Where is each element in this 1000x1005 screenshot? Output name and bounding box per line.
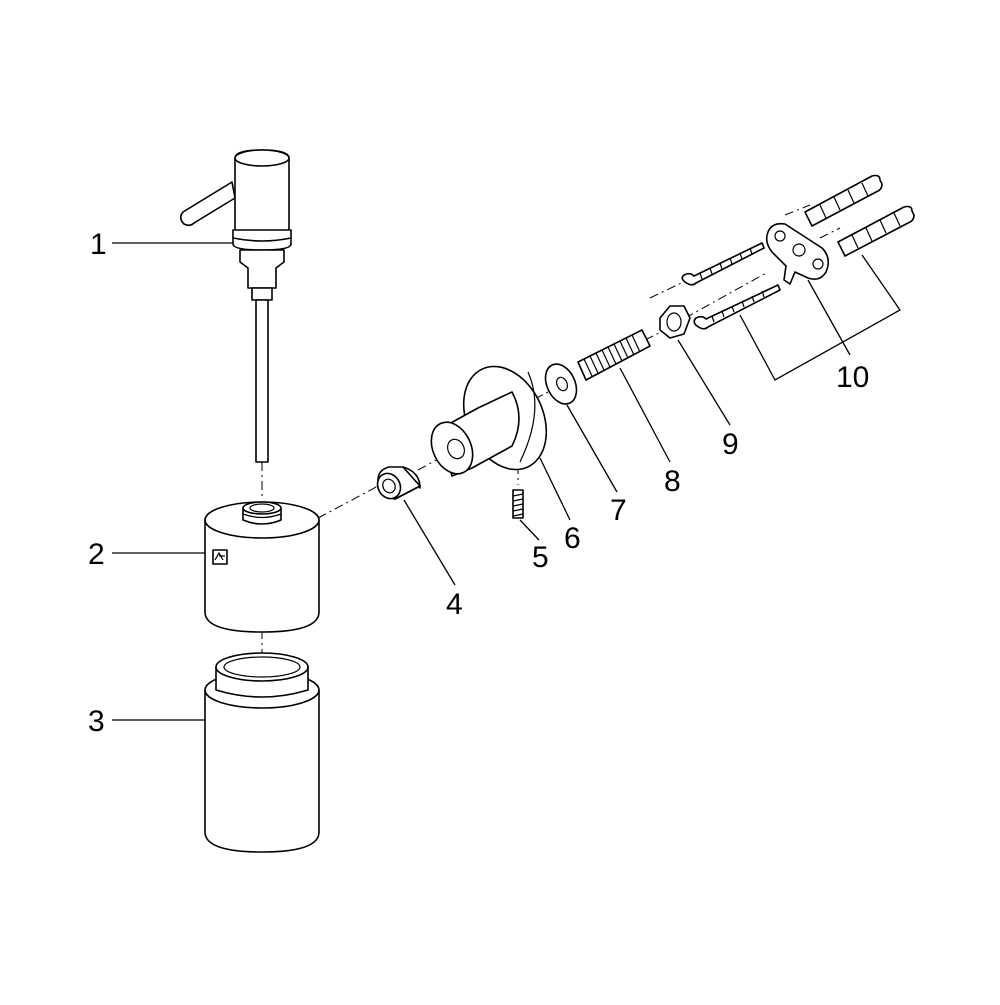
part-1-pump	[179, 149, 292, 463]
part-4-sleeve	[376, 466, 421, 500]
label-part-1: 1	[90, 228, 107, 261]
label-part-7: 7	[610, 494, 627, 527]
label-part-5: 5	[532, 541, 549, 574]
part-7-washer	[544, 363, 578, 405]
part-5-set-screw	[512, 489, 524, 519]
label-part-10: 10	[836, 361, 869, 394]
label-part-8: 8	[664, 465, 681, 498]
label-part-4: 4	[446, 588, 463, 621]
label-part-3: 3	[88, 705, 105, 738]
part-2-holder	[204, 501, 320, 633]
part-labels: 1 2 3 4 5 6 7 8 9 10	[88, 228, 869, 738]
part-8-threaded-stud	[577, 329, 651, 381]
label-part-9: 9	[722, 428, 739, 461]
label-part-6: 6	[564, 522, 581, 555]
part-3-bottle	[204, 652, 320, 853]
assembly-axes	[261, 204, 841, 660]
part-6-wall-mount	[430, 365, 548, 477]
label-part-2: 2	[88, 538, 105, 571]
leader-lines	[112, 242, 901, 721]
part-10-fixing-kit	[681, 174, 915, 330]
part-9-nut	[659, 305, 691, 339]
